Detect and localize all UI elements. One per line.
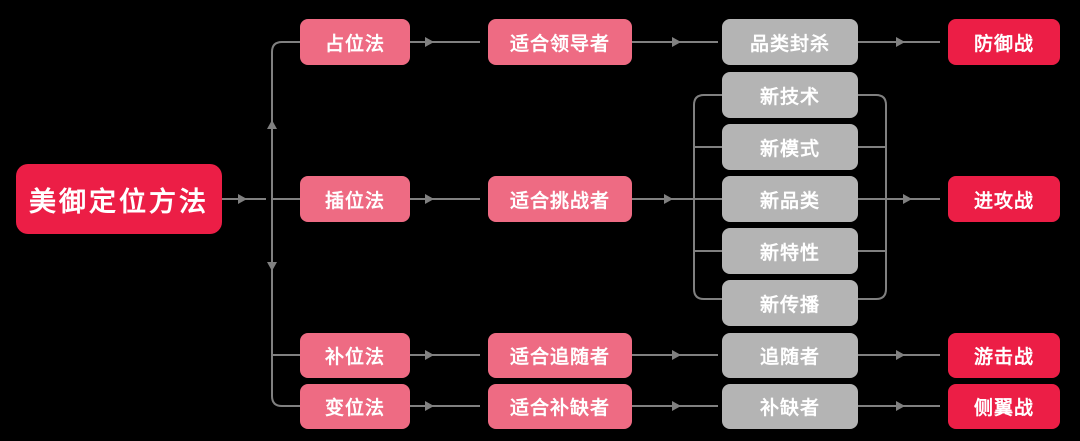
root-node-positioning-method[interactable]: 美御定位方法 xyxy=(16,164,222,234)
tactic-node-new-category[interactable]: 新品类 xyxy=(722,176,858,222)
war-node-offensive[interactable]: 进攻战 xyxy=(948,176,1060,222)
audience-node-nicher[interactable]: 适合补缺者 xyxy=(488,384,632,429)
arrowhead-tactic-8-to-war-4 xyxy=(896,401,905,411)
method-node-buweifa[interactable]: 补位法 xyxy=(300,333,410,378)
war-node-defensive[interactable]: 防御战 xyxy=(948,19,1060,65)
arrowhead-bracket-to-war-2 xyxy=(903,194,912,204)
tactic-node-new-communication[interactable]: 新传播 xyxy=(722,280,858,326)
arrowhead-tactic-7-to-war-3 xyxy=(896,350,905,360)
tactic-node-new-technology[interactable]: 新技术 xyxy=(722,72,858,118)
war-node-guerrilla[interactable]: 游击战 xyxy=(948,333,1060,378)
war-node-flanking[interactable]: 侧翼战 xyxy=(948,384,1060,429)
tactic-node-new-feature[interactable]: 新特性 xyxy=(722,228,858,274)
arrowhead-root-to-trunk xyxy=(238,194,247,204)
tactic-node-nicher[interactable]: 补缺者 xyxy=(722,384,858,429)
method-node-zhanweifa[interactable]: 占位法 xyxy=(300,19,410,65)
arrowhead-audience-1-to-tactic-1 xyxy=(672,37,681,47)
arrowhead-method-4-to-audience-4 xyxy=(425,401,434,411)
arrowhead-audience-2-to-bracket xyxy=(664,194,673,204)
arrowhead-method-3-to-audience-3 xyxy=(425,350,434,360)
tactic-node-new-model[interactable]: 新模式 xyxy=(722,124,858,170)
arrowhead-audience-4-to-tactic-8 xyxy=(672,401,681,411)
method-node-bianweifa[interactable]: 变位法 xyxy=(300,384,410,429)
audience-node-challenger[interactable]: 适合挑战者 xyxy=(488,176,632,222)
audience-node-leader[interactable]: 适合领导者 xyxy=(488,19,632,65)
arrowhead-method-1-to-audience-1 xyxy=(425,37,434,47)
tactic-node-category-blockade[interactable]: 品类封杀 xyxy=(722,19,858,65)
arrowhead-tactic-1-to-war-1 xyxy=(896,37,905,47)
method-node-chaweifa[interactable]: 插位法 xyxy=(300,176,410,222)
audience-node-follower[interactable]: 适合追随者 xyxy=(488,333,632,378)
tactic-node-follower[interactable]: 追随者 xyxy=(722,333,858,378)
arrowhead-method-2-to-audience-2 xyxy=(425,194,434,204)
arrowhead-trunk-down xyxy=(267,262,277,271)
arrowhead-trunk-up xyxy=(267,120,277,129)
arrowhead-audience-3-to-tactic-7 xyxy=(672,350,681,360)
